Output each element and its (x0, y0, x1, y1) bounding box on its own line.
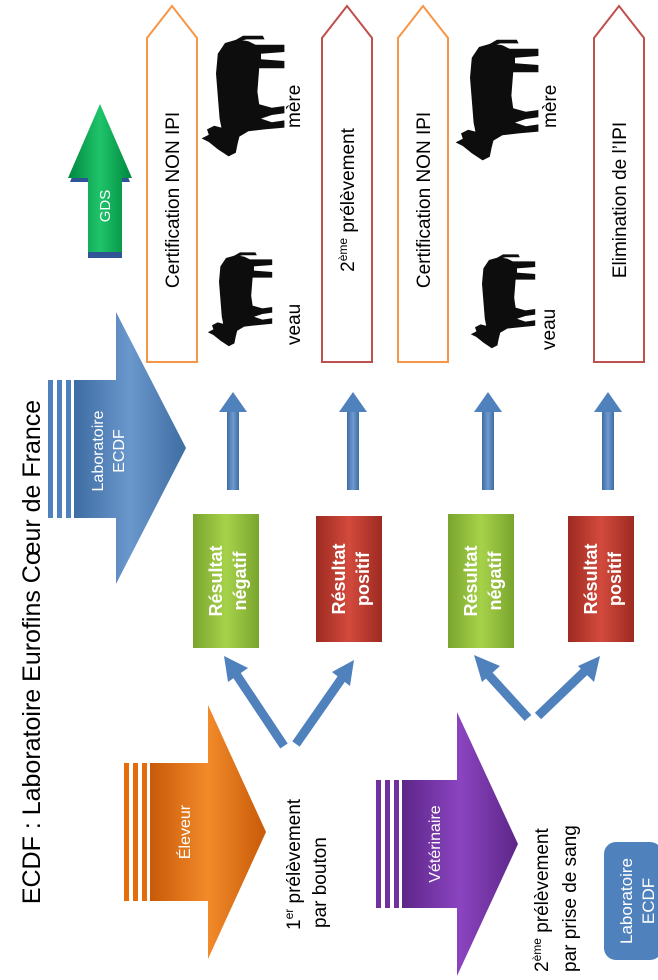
up-arrow-3 (474, 392, 502, 490)
up-arrow-4 (594, 392, 622, 490)
diag-arrow-2a (474, 655, 532, 722)
calf-icon (207, 252, 273, 347)
up-arrow-1 (219, 392, 247, 490)
result-negatif-2-line2: négatif (485, 551, 505, 611)
result-positif-1: Résultat positif (316, 516, 382, 642)
diag-arrow-1a (224, 656, 288, 749)
result-positif-2: Résultat positif (568, 516, 634, 642)
outcome-certification-2: Certification NON IPI (397, 4, 449, 363)
result-positif-1-line2: positif (353, 551, 373, 606)
step-2-sublabel: par prise de sang (560, 825, 581, 972)
outcome-certification-1-text: Certification NON IPI (163, 112, 184, 288)
result-negatif-1: Résultat négatif (193, 514, 259, 648)
result-positif-1-line1: Résultat (329, 543, 349, 614)
step-1-label: 1er prélèvement (282, 798, 305, 930)
up-arrow-2 (339, 392, 367, 490)
veterinaire-arrow: Vétérinaire (376, 712, 518, 976)
outcome-second-prelevement: 2ème prélèvement (321, 4, 373, 363)
outcome-elimination-text: Elimination de l’IPI (610, 122, 631, 278)
result-negatif-2: Résultat négatif (448, 514, 514, 648)
veau-label-2: veau (539, 309, 560, 350)
laboratoire-box-bottom: Laboratoire ECDF (604, 842, 658, 960)
result-negatif-2-line1: Résultat (461, 545, 481, 616)
cow-icon-2 (455, 39, 539, 161)
laboratoire-label-line1: Laboratoire (90, 410, 107, 491)
eleveur-label: Éleveur (175, 804, 194, 859)
outcome-certification-1: Certification NON IPI (146, 4, 198, 363)
laboratoire-arrow: Laboratoire ECDF (48, 312, 186, 584)
mere-label-2: mère (540, 85, 561, 128)
calf-icon-2 (470, 254, 536, 349)
step-2-label: 2ème prélèvement (530, 828, 553, 972)
result-negatif-1-line2: négatif (230, 551, 250, 611)
gds-arrow: GDS (68, 104, 132, 258)
outcome-second-prelevement-text: 2ème prélèvement (336, 127, 359, 271)
result-negatif-1-line1: Résultat (206, 545, 226, 616)
step-1-sublabel: par bouton (310, 837, 331, 928)
result-positif-2-line2: positif (605, 551, 625, 606)
eleveur-arrow: Éleveur (124, 705, 266, 959)
laboratoire-box-line2: ECDF (639, 878, 658, 924)
outcome-elimination: Elimination de l’IPI (593, 4, 645, 363)
result-positif-2-line1: Résultat (581, 543, 601, 614)
cow-icon (201, 35, 285, 157)
laboratoire-box-line1: Laboratoire (617, 858, 636, 944)
diag-arrow-2b (534, 656, 600, 720)
gds-label: GDS (97, 190, 114, 223)
mere-label-1: mère (284, 85, 305, 128)
laboratoire-label-line2: ECDF (111, 429, 128, 473)
outcome-certification-2-text: Certification NON IPI (414, 112, 435, 288)
diag-arrow-1b (292, 660, 354, 747)
veterinaire-label: Vétérinaire (427, 805, 444, 882)
veau-label-1: veau (284, 304, 305, 345)
page-title: ECDF : Laboratoire Eurofins Cœur de Fran… (18, 400, 46, 904)
